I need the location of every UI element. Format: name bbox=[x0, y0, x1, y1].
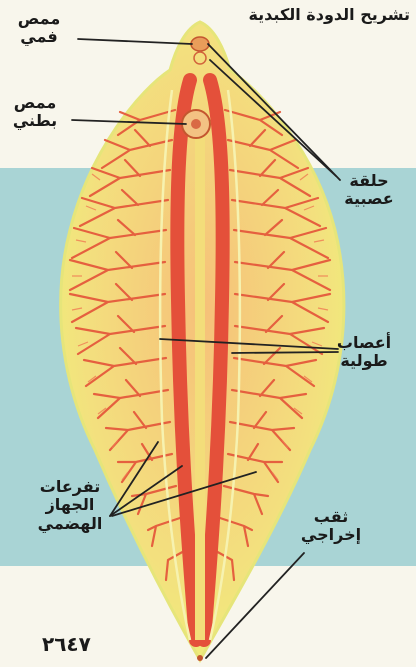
oral-sucker bbox=[191, 37, 209, 51]
longitudinal-nerves-label: أعصاب طولية bbox=[326, 334, 402, 371]
ventral-sucker-line-1: ممص bbox=[2, 94, 68, 112]
ventral-sucker-label: ممص بطني bbox=[2, 94, 68, 131]
intestine-branches-line-1: تفرعات bbox=[30, 478, 110, 496]
excretory-pore bbox=[197, 655, 203, 661]
intestine-branches-line-2: الجهاز bbox=[30, 496, 110, 514]
oral-sucker-line-1: ممص bbox=[6, 10, 72, 28]
excretory-pore-line-2: إخراجي bbox=[296, 526, 366, 544]
title-label: تشريح الدودة الكبدية bbox=[300, 6, 410, 24]
page-number: ٢٦٤٧ bbox=[42, 632, 91, 656]
intestine-branches-label: تفرعات الجهاز الهضمي bbox=[30, 478, 110, 533]
title-text: تشريح الدودة الكبدية bbox=[300, 6, 410, 24]
ventral-sucker-line-2: بطني bbox=[2, 112, 68, 130]
nerve-ring-line-1: حلقة bbox=[334, 172, 404, 190]
oral-sucker-label: ممص فمي bbox=[6, 10, 72, 47]
nerve-ring-label: حلقة عصبية bbox=[334, 172, 404, 209]
intestine-branches-line-3: الهضمي bbox=[30, 515, 110, 533]
excretory-pore-label: ثقب إخراجي bbox=[296, 508, 366, 545]
nerve-ring-line-2: عصبية bbox=[334, 190, 404, 208]
oral-sucker-line-2: فمي bbox=[6, 28, 72, 46]
excretory-pore-line-1: ثقب bbox=[296, 508, 366, 526]
longitudinal-nerves-line-2: طولية bbox=[326, 352, 402, 370]
longitudinal-nerves-line-1: أعصاب bbox=[326, 334, 402, 352]
